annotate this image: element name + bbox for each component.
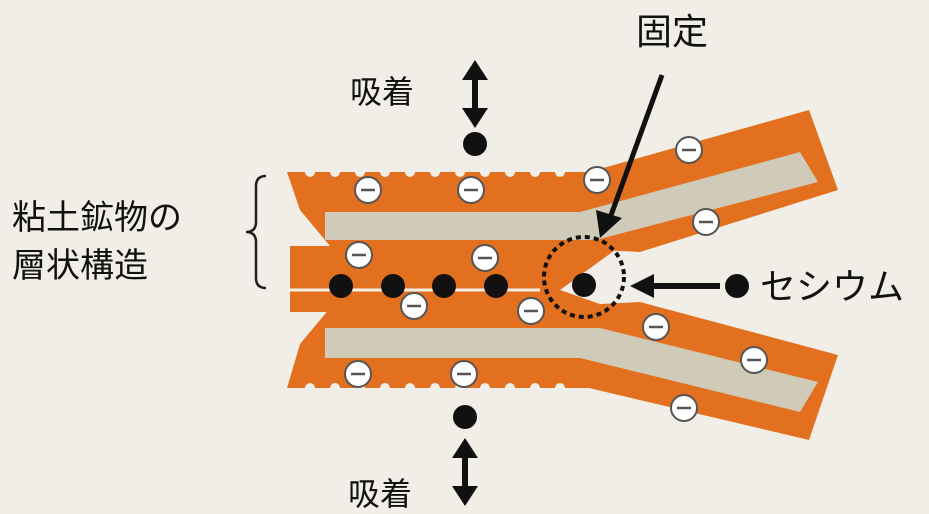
negative-charge-icon (670, 394, 698, 422)
clay-layer-middle-lower (290, 290, 640, 318)
negative-charge-icon (517, 297, 545, 325)
arrow-up-head-icon (452, 438, 478, 458)
cesium-ion-icon (725, 274, 749, 298)
edge-scallop (480, 167, 490, 177)
adsorption-label-bottom: 吸着 (348, 475, 412, 513)
negative-charge-icon (675, 136, 703, 164)
cesium-arrow (630, 274, 720, 298)
edge-scallop (555, 167, 565, 177)
cesium-ion-icon (463, 132, 487, 156)
negative-charge-icon (692, 208, 720, 236)
arrow-up-head-icon (462, 60, 488, 80)
edge-scallop (505, 167, 515, 177)
layered-structure-label-line2: 層状構造 (12, 246, 148, 286)
edge-scallop (330, 383, 340, 393)
interlayer-band-upper (325, 152, 818, 240)
arrow-down-head-icon (462, 108, 488, 128)
edge-scallop (305, 383, 315, 393)
layered-structure-label-line1: 粘土鉱物の (12, 198, 182, 238)
edge-scallop (405, 383, 415, 393)
adsorption-label-top: 吸着 (350, 73, 414, 111)
edge-scallop (480, 383, 490, 393)
arrow-left-head-icon (630, 274, 654, 298)
edge-scallop (455, 167, 465, 177)
clay-layer-middle-upper (290, 232, 640, 290)
negative-charge-icon (642, 313, 670, 341)
dashed-circle-icon (542, 235, 626, 319)
negative-charge-icon (583, 166, 611, 194)
adsorption-arrow-top (462, 60, 488, 128)
edge-scallop (430, 383, 440, 393)
fixed-label: 固定 (636, 12, 708, 53)
scalloped-edges (305, 167, 565, 393)
leader-arrow-icon (607, 74, 665, 219)
negative-charge-icon (457, 176, 485, 204)
negative-charge-icon (450, 360, 478, 388)
cesium-label: セシウム (760, 267, 904, 308)
negative-charges (344, 136, 768, 422)
cesium-ions (329, 132, 749, 429)
cesium-ion-icon (484, 274, 508, 298)
edge-scallop (430, 167, 440, 177)
negative-charge-icon (471, 244, 499, 272)
cesium-ion-icon (572, 273, 596, 297)
edge-scallop (405, 167, 415, 177)
cesium-ion-icon (453, 405, 477, 429)
edge-scallop (530, 383, 540, 393)
adsorption-arrow-bottom (452, 438, 478, 506)
leader-arrow-head-icon (596, 210, 622, 238)
edge-scallop (330, 167, 340, 177)
edge-scallop (505, 383, 515, 393)
negative-charge-icon (354, 176, 382, 204)
arrow-down-head-icon (452, 486, 478, 506)
cesium-ion-icon (329, 274, 353, 298)
edge-scallop (380, 383, 390, 393)
negative-charge-icon (344, 360, 372, 388)
negative-charge-icon (740, 346, 768, 374)
edge-scallop (530, 167, 540, 177)
edge-scallop (355, 167, 365, 177)
negative-charge-icon (345, 241, 373, 269)
fixed-site (542, 74, 665, 319)
curly-bracket-icon (245, 174, 267, 290)
interlayer-band-lower (325, 328, 818, 412)
cesium-ion-icon (432, 274, 456, 298)
negative-charge-icon (400, 292, 428, 320)
edge-scallop (555, 383, 565, 393)
edge-scallop (380, 167, 390, 177)
edge-scallop (305, 167, 315, 177)
cesium-ion-icon (381, 274, 405, 298)
